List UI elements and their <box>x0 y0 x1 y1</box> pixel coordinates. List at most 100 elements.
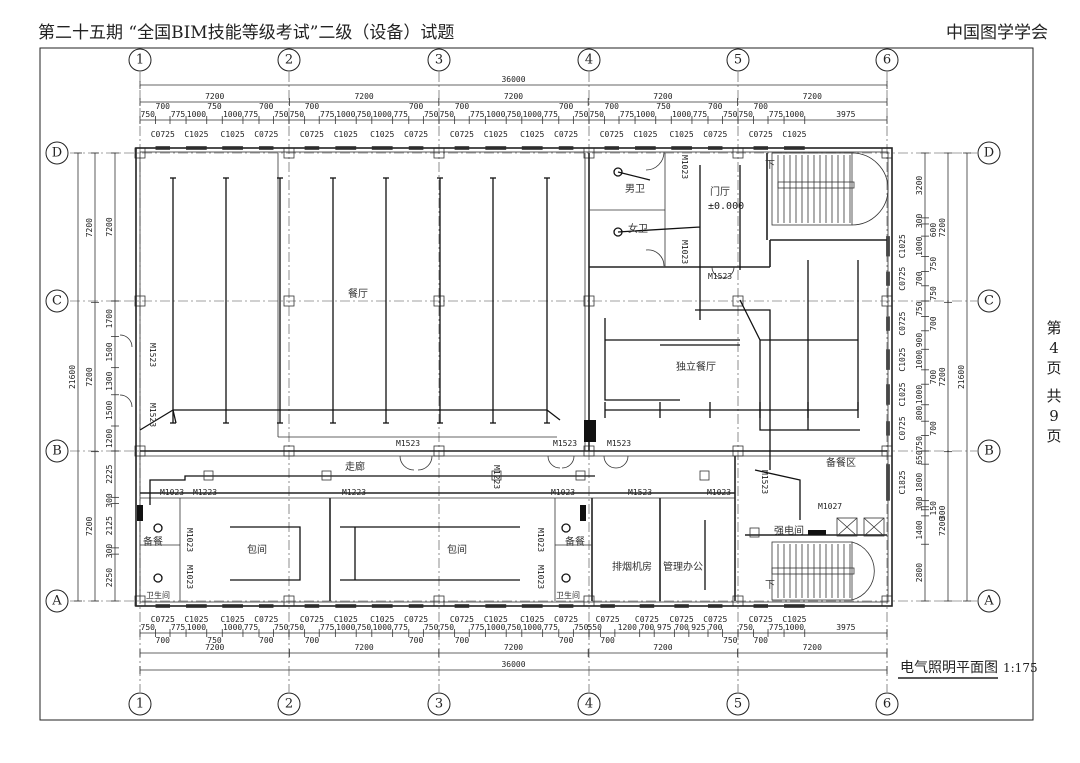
dimension-value: 750 <box>207 636 222 645</box>
room-label-lobby: 门厅 <box>710 185 730 198</box>
dimension-value: 1000 <box>915 236 924 255</box>
dimension-value: 750 <box>590 110 605 119</box>
dimension-value: 700 <box>605 102 620 111</box>
room-label-pantry: 备餐 <box>565 535 585 548</box>
axis-bubble-row <box>45 289 69 313</box>
axis-label-column: 5 <box>734 53 742 68</box>
dimension-value: 7200 <box>85 367 94 386</box>
axis-bubble-row <box>977 289 1001 313</box>
axis-bubble-column <box>875 48 899 72</box>
page-label-unit: 页 <box>1046 359 1062 377</box>
sheet-title: 第二十五期 “全国BIM技能等级考试”二级（设备）试题 <box>38 23 455 43</box>
dimension-value: 700 <box>305 636 320 645</box>
dimension-value: 1000 <box>785 623 804 632</box>
dimension-value: 1000 <box>223 623 242 632</box>
door-swings <box>119 151 735 471</box>
dimension-value: 1000 <box>336 623 355 632</box>
dimension-value: 3975 <box>836 110 855 119</box>
dimension-value: 700 <box>929 421 938 436</box>
window-label: C0725 <box>703 130 727 139</box>
dimension-value: 700 <box>409 636 424 645</box>
room-label-dining-hall: 餐厅 <box>348 287 368 300</box>
dimension-value: 1300 <box>105 371 114 390</box>
door-label: M1023 <box>185 528 194 552</box>
window-label: C0725 <box>554 130 578 139</box>
dimension-value: 750 <box>915 436 924 451</box>
dimension-value: 2250 <box>105 568 114 587</box>
axis-label-row: D <box>984 146 994 161</box>
dimension-value: 1200 <box>618 623 637 632</box>
dimension-value: 300 <box>915 214 924 229</box>
window-label: C1025 <box>898 234 907 258</box>
dimension-value: 775 <box>769 623 784 632</box>
axis-label-column: 2 <box>285 53 293 68</box>
dimension-value: 750 <box>290 110 305 119</box>
dimension-value: 775 <box>244 110 259 119</box>
dimension-value: 700 <box>156 102 171 111</box>
window-label: C0725 <box>404 130 428 139</box>
window-label: C1825 <box>898 470 907 494</box>
door-label: M1023 <box>680 155 689 179</box>
page-label: 第 <box>1046 319 1062 337</box>
page-number: 4 <box>1049 339 1059 357</box>
window-label: C0725 <box>254 615 278 624</box>
door-label: M1023 <box>185 565 194 589</box>
dimension-value: 7200 <box>653 92 672 101</box>
dimension-value: 750 <box>274 110 289 119</box>
dimension-value: 775 <box>470 110 485 119</box>
dimension-value: 775 <box>393 623 408 632</box>
window-label: C0725 <box>254 130 278 139</box>
dimension-value: 750 <box>424 110 439 119</box>
axis-bubble-column <box>427 48 451 72</box>
elevator-shafts <box>836 517 885 537</box>
total-label-unit: 页 <box>1046 427 1062 445</box>
dimension-value: 775 <box>393 110 408 119</box>
axis-bubble-column <box>128 48 152 72</box>
window-label: C0725 <box>898 311 907 335</box>
lighting-circuits <box>170 177 859 424</box>
dimension-value: 36000 <box>501 660 525 669</box>
axis-label-column: 2 <box>285 697 293 712</box>
room-label-electrical-room: 强电间 <box>774 524 804 537</box>
dimension-value: 775 <box>769 110 784 119</box>
dimension-value: 800 <box>915 406 924 421</box>
window-label: C0725 <box>450 615 474 624</box>
room-label-office: 管理办公 <box>663 560 703 573</box>
axis-label-column: 5 <box>734 697 742 712</box>
dimension-value: 750 <box>290 623 305 632</box>
door-label: M1223 <box>193 488 217 497</box>
dimension-value: 750 <box>507 623 522 632</box>
axis-label-column: 3 <box>435 697 443 712</box>
dimension-value: 1800 <box>915 473 924 492</box>
dimension-value: 300 <box>105 544 114 559</box>
dimension-value: 750 <box>739 110 754 119</box>
window-label: C0725 <box>898 416 907 440</box>
dimension-value: 3200 <box>915 176 924 195</box>
axis-bubble-column <box>277 692 301 716</box>
dimension-value: 7200 <box>105 217 114 236</box>
dimension-value: 7200 <box>938 517 947 536</box>
dimension-value: 1000 <box>523 110 542 119</box>
window-label: C0725 <box>749 130 773 139</box>
room-label-pantry: 备餐 <box>143 535 163 548</box>
dimension-value: 700 <box>600 636 615 645</box>
dimension-value: 700 <box>929 316 938 331</box>
dimension-value: 1000 <box>915 350 924 369</box>
window-label: C1025 <box>221 130 245 139</box>
door-label: M1223 <box>342 488 366 497</box>
dimension-value: 1000 <box>373 110 392 119</box>
drawing-scale: 1:175 <box>1003 661 1038 675</box>
dimension-value: 775 <box>693 110 708 119</box>
window-label: C0725 <box>300 130 324 139</box>
dimension-value: 700 <box>674 623 689 632</box>
dimension-value: 700 <box>156 636 171 645</box>
dimension-value: 750 <box>929 286 938 301</box>
axis-bubble-column <box>875 692 899 716</box>
dimension-value: 1200 <box>105 429 114 448</box>
dimension-value: 775 <box>320 110 335 119</box>
stair-down-label: 下 <box>765 160 775 171</box>
axis-bubble-row <box>977 141 1001 165</box>
dimension-value: 7200 <box>85 517 94 536</box>
axis-label-column: 1 <box>136 53 144 68</box>
